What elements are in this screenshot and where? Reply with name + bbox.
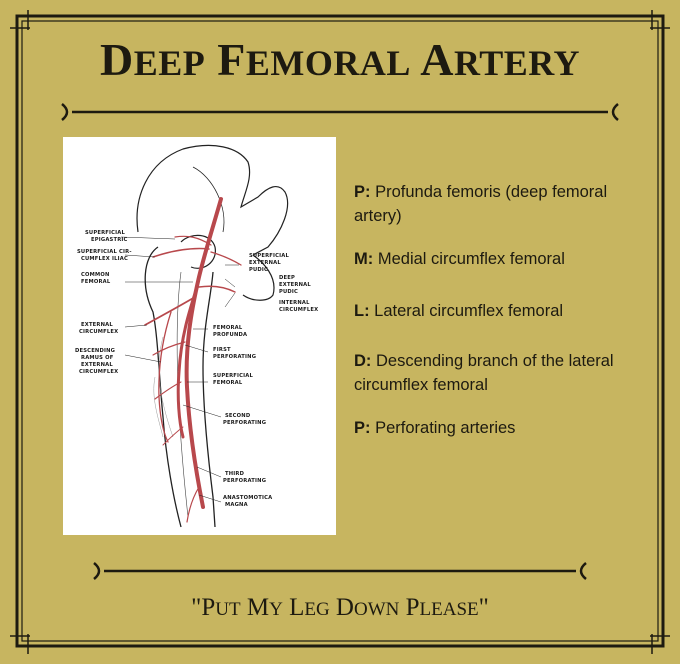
descending-branch-artery: [158, 311, 172, 443]
label-deep-external-pudic: DEEP EXTERNAL PUDIC: [279, 275, 313, 295]
artery-network: [144, 197, 242, 523]
phrase-initial: P: [201, 594, 216, 621]
page-title: DEEP FEMORAL ARTERY: [0, 30, 680, 93]
phrase-word: Y: [269, 599, 283, 620]
mnemonic-phrase: "PUT MY LEG DOWN PLEASE": [0, 593, 680, 625]
mnemonic-list: P: Profunda femoris (deep femoral artery…: [354, 180, 654, 459]
upper-divider: [61, 103, 619, 121]
label-superficial-femoral: SUPERFICIAL FEMORAL: [213, 373, 255, 386]
medial-circumflex-artery: [198, 285, 236, 293]
femur-shaft-medial: [202, 271, 216, 528]
mnemonic-letter: L:: [354, 302, 370, 320]
lateral-circumflex-artery: [144, 296, 196, 326]
mnemonic-text: Perforating arteries: [375, 419, 516, 437]
profunda-artery: [176, 285, 199, 439]
title-initial: A: [420, 34, 455, 85]
mnemonic-text: Profunda femoris (deep femoral artery): [354, 183, 608, 225]
label-descending-ramus: DESCENDING RAMUS OF EXTERNAL CIRCUMFLEX: [75, 348, 118, 375]
mnemonic-letter: P:: [354, 183, 371, 201]
femur-illustration: SUPERFICIAL EPIGASTRIC SUPERFICIAL CIR- …: [75, 144, 318, 528]
title-word: EMORAL: [245, 43, 411, 83]
mnemonic-letter: M:: [354, 250, 374, 268]
phrase-word: LEASE: [419, 599, 479, 620]
mnemonic-text: Medial circumflex femoral: [377, 250, 565, 268]
phrase-initial: D: [335, 594, 354, 621]
label-femoral-profunda: FEMORAL PROFUNDA: [213, 325, 247, 338]
mnemonic-letter: P:: [354, 419, 371, 437]
phrase-initial: P: [405, 594, 420, 621]
mnemonic-item: P: Perforating arteries: [354, 416, 654, 440]
label-external-circumflex: EXTERNAL CIRCUMFLEX: [79, 322, 118, 335]
lower-divider: [93, 562, 587, 580]
pubic-bone: [242, 254, 275, 301]
quote-mark: ": [478, 594, 489, 621]
label-anastomotica-magna: ANASTOMOTICA MAGNA: [223, 495, 274, 508]
title-initial: F: [217, 34, 246, 85]
mnemonic-item: L: Lateral circumflex femoral: [354, 299, 654, 323]
phrase-word: EG: [304, 599, 330, 620]
quote-mark: ": [191, 594, 202, 621]
anatomy-diagram: SUPERFICIAL EPIGASTRIC SUPERFICIAL CIR- …: [63, 137, 336, 535]
pelvis-outline: [136, 144, 289, 256]
label-second-perforating: SECOND PERFORATING: [223, 413, 266, 426]
femur-shaft-lateral: [144, 246, 182, 528]
label-superficial-external-pudic: SUPERFICIAL EXTERNAL PUDIC: [249, 253, 291, 273]
mnemonic-item: M: Medial circumflex femoral: [354, 247, 654, 271]
label-internal-circumflex: INTERNAL CIRCUMFLEX: [279, 300, 318, 313]
label-third-perforating: THIRD PERFORATING: [223, 471, 266, 484]
mnemonic-letter: D:: [354, 352, 372, 370]
phrase-word: OWN: [353, 599, 400, 620]
title-initial: D: [99, 34, 134, 85]
phrase-initial: M: [246, 594, 270, 621]
label-superficial-circumflex-iliac: SUPERFICIAL CIR- CUMFLEX ILIAC: [77, 249, 134, 262]
title-word: RTERY: [454, 43, 581, 83]
label-common-femoral: COMMON FEMORAL: [81, 272, 112, 285]
phrase-word: UT: [215, 599, 241, 620]
mnemonic-text: Lateral circumflex femoral: [374, 302, 564, 320]
mnemonic-text: Descending branch of the lateral circumf…: [354, 352, 614, 394]
mnemonic-item: D: Descending branch of the lateral circ…: [354, 349, 654, 397]
label-first-perforating: FIRST PERFORATING: [213, 347, 256, 360]
phrase-initial: L: [289, 594, 305, 621]
title-word: EEP: [133, 43, 206, 83]
label-superficial-epigastric: SUPERFICIAL EPIGASTRIC: [85, 230, 128, 243]
mnemonic-item: P: Profunda femoris (deep femoral artery…: [354, 180, 654, 228]
